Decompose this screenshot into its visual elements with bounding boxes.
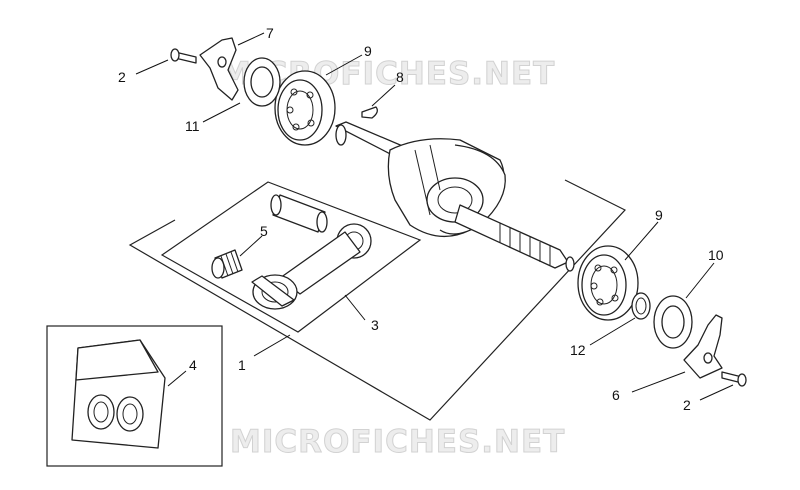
callout-5: 5	[260, 223, 268, 239]
kit-bearing-1-icon	[87, 394, 115, 430]
callout-1: 1	[238, 357, 246, 373]
callout-3: 3	[371, 317, 379, 333]
retaining-plate-right-hole	[703, 352, 713, 364]
callout-7: 7	[266, 25, 274, 41]
callout-11: 11	[185, 118, 200, 134]
crankshaft-group-frame	[128, 179, 626, 421]
crankshaft	[335, 121, 575, 272]
piston-pin	[270, 194, 328, 233]
watermark-bottom: MICROFICHES.NET	[230, 424, 565, 460]
main-bearing-right	[577, 245, 639, 321]
connecting-rod-group-frame	[160, 181, 422, 333]
callout-2-left: 2	[118, 69, 126, 85]
kit-bearing-2-icon	[116, 396, 144, 432]
callout-8: 8	[396, 69, 404, 85]
main-bearing-left	[274, 70, 336, 146]
bearing-kit-inset	[46, 325, 223, 467]
leader-lines	[135, 32, 734, 401]
callout-12: 12	[570, 342, 586, 358]
oil-seal-left	[243, 57, 281, 107]
woodruff-key	[361, 106, 378, 119]
connecting-rod	[251, 223, 372, 310]
retaining-plate-left	[199, 37, 239, 101]
screw-right	[721, 371, 747, 387]
needle-bearing	[211, 249, 243, 279]
callout-10: 10	[708, 247, 724, 263]
screw-left	[170, 48, 197, 64]
retaining-plate-left-hole	[217, 56, 227, 68]
retaining-plate-right	[683, 314, 723, 379]
oil-seal-right	[653, 295, 693, 349]
callout-2-right: 2	[683, 397, 691, 413]
callout-9-left: 9	[364, 43, 372, 59]
callout-4: 4	[189, 357, 197, 373]
callout-9-right: 9	[655, 207, 663, 223]
spacer-ring	[631, 292, 651, 320]
callout-6: 6	[612, 387, 620, 403]
